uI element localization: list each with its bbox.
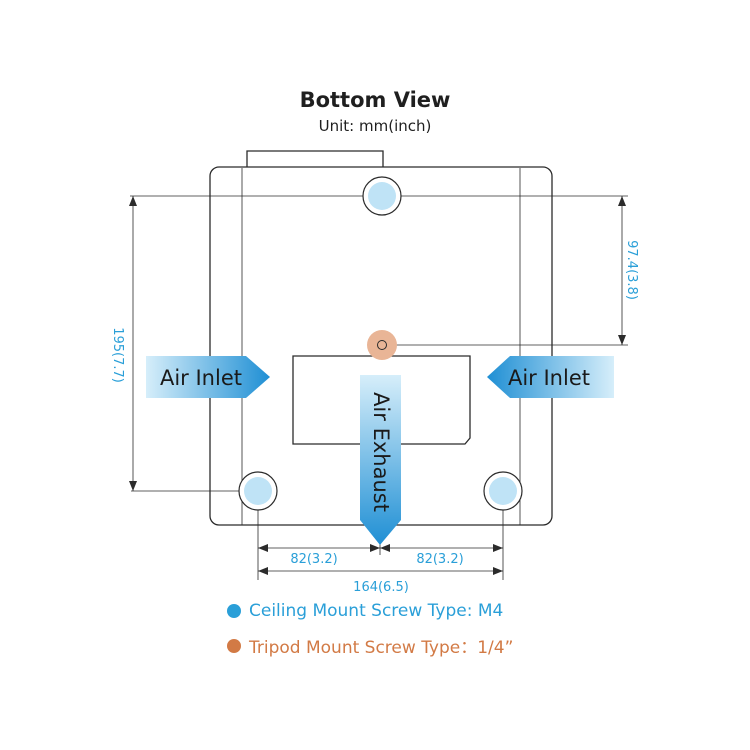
air-exhaust-arrow (360, 375, 401, 545)
page-title: Bottom View (299, 88, 451, 112)
ceiling-mount-screw-right (483, 471, 523, 511)
legend-ceiling-text: Ceiling Mount Screw Type: M4 (249, 601, 504, 621)
ceiling-mount-screw-left (238, 471, 278, 511)
legend-ceiling-mount: Ceiling Mount Screw Type: M4 (227, 601, 503, 621)
air-exhaust-label: Air Exhaust (369, 392, 393, 512)
ceiling-mount-screw-top (362, 176, 402, 216)
tripod-mount-screw (367, 330, 397, 360)
legend-tripod-text: Tripod Mount Screw Type：1/4” (249, 638, 514, 658)
air-inlet-right-label: Air Inlet (508, 366, 590, 390)
dimension-arrowheads (129, 196, 626, 575)
dimension-height-total: 195(7.7) (110, 327, 125, 383)
dimension-left-half: 82(3.2) (290, 552, 337, 567)
dimension-right-half: 82(3.2) (416, 552, 463, 567)
air-inlet-left-label: Air Inlet (160, 366, 242, 390)
unit-subtitle: Unit: mm(inch) (318, 117, 432, 135)
dimension-tripod-offset: 97.4(3.8) (624, 240, 639, 300)
dimension-width-total: 164(6.5) (353, 580, 409, 595)
device-top-tab (246, 150, 384, 167)
air-inlet-left-arrow (146, 356, 270, 398)
air-inlet-right-arrow (487, 356, 614, 398)
ceiling-mount-dot-icon (227, 604, 241, 618)
tripod-mount-dot-icon (227, 638, 241, 653)
legend-tripod-mount: Tripod Mount Screw Type：1/4” (227, 633, 513, 658)
